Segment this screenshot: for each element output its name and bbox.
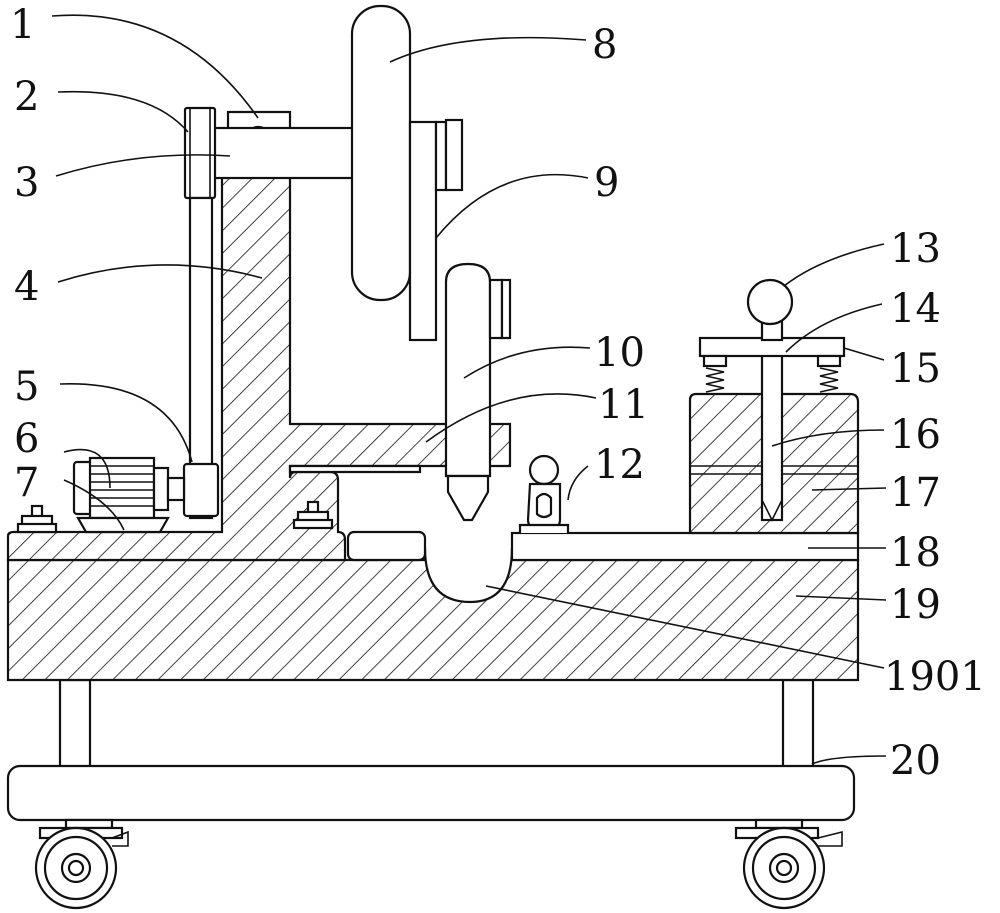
- frame-gap: [288, 464, 422, 474]
- cart-frame: [6, 678, 856, 822]
- label-12: 12: [594, 442, 645, 488]
- label-16: 16: [890, 412, 941, 458]
- motor-pulley: [182, 462, 220, 518]
- cutter-holder: [444, 262, 492, 478]
- pin-16: [760, 352, 784, 522]
- label-14: 14: [890, 286, 941, 332]
- leader-lines: [51, 14, 887, 765]
- motor-6: [72, 456, 186, 534]
- label-2: 2: [14, 74, 39, 120]
- handle-knob-13: [746, 278, 794, 326]
- groove-side-block: [346, 530, 427, 562]
- label-10: 10: [594, 330, 645, 376]
- cutter-tip: [446, 474, 490, 522]
- label-3: 3: [14, 160, 39, 206]
- belt: [188, 196, 214, 520]
- label-5: 5: [14, 364, 39, 410]
- label-9: 9: [594, 160, 619, 206]
- caster-right: [734, 818, 843, 910]
- clamp-12: [518, 454, 570, 533]
- grinding-wheel: [350, 4, 412, 302]
- label-4: 4: [14, 264, 39, 310]
- shaft-3: [210, 126, 360, 180]
- spring-right: [816, 354, 842, 393]
- label-18: 18: [890, 530, 941, 576]
- label-15: 15: [890, 346, 941, 392]
- label-19: 19: [890, 582, 941, 628]
- plate-18: [510, 531, 860, 562]
- bolt-left: [16, 504, 58, 534]
- bolt-middle: [292, 500, 334, 530]
- label-8: 8: [592, 22, 617, 68]
- label-1901: 1901: [884, 654, 986, 700]
- label-6: 6: [14, 416, 39, 462]
- spring-left: [702, 354, 728, 393]
- label-11: 11: [598, 382, 649, 428]
- label-1: 1: [10, 2, 35, 48]
- base-block: [6, 547, 860, 682]
- label-17: 17: [890, 470, 941, 516]
- label-20: 20: [890, 738, 941, 784]
- flange-9: [408, 120, 438, 342]
- caster-left: [34, 818, 129, 910]
- label-13: 13: [890, 226, 941, 272]
- label-7: 7: [14, 460, 39, 506]
